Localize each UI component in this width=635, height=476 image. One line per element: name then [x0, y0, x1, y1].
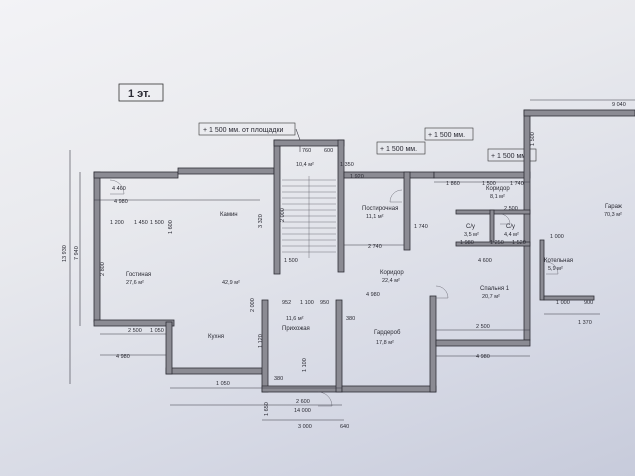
dim-4980a: 4 980 — [114, 199, 128, 205]
dim-1520: 1 520 — [512, 240, 526, 246]
room-name-kamin: Камин — [220, 212, 238, 218]
room-name-gostinaya: Гостиная — [126, 272, 151, 278]
dim-1500d: 1 500 — [482, 181, 496, 187]
dim-left-height: 7 940 — [74, 246, 80, 260]
room-name-kuhnya: Кухня — [208, 334, 224, 340]
dim-1920: 1 920 — [350, 174, 364, 180]
dim-2000b: 2 000 — [280, 208, 286, 222]
dim-2740: 2 740 — [368, 244, 382, 250]
callout-right-box — [487, 148, 537, 162]
dim-952: 952 — [282, 300, 291, 306]
dim-600: 600 — [324, 148, 333, 154]
dim-2800: 2 800 — [100, 262, 106, 276]
dim-2500b: 2 500 — [504, 206, 518, 212]
doors — [109, 179, 559, 407]
dim-1100: 1 100 — [300, 300, 314, 306]
room-area-spalnya: 20,7 м² — [482, 294, 500, 300]
dim-1200a: 1 200 — [110, 220, 124, 226]
dim-9040: 9 040 — [612, 102, 626, 108]
room-name-kotelnaya: Котельная — [544, 258, 573, 264]
dim-1050a: 1 050 — [150, 328, 164, 334]
dim-380a: 380 — [346, 316, 355, 322]
stair-treads — [282, 176, 336, 258]
dim-1740b: 1 740 — [510, 181, 524, 187]
dim-2500c: 2 500 — [476, 324, 490, 330]
floor-label-box — [118, 83, 164, 102]
walls — [93, 109, 635, 393]
dim-380b: 380 — [274, 376, 283, 382]
callout-platform: + 1 500 мм. от площадки — [203, 127, 284, 134]
floor-label: 1 эт. — [128, 88, 151, 100]
dim-1000b: 1 000 — [556, 300, 570, 306]
dim-1370: 1 370 — [578, 320, 592, 326]
callout-mid2: + 1 500 мм. — [428, 132, 465, 139]
dim-total-height: 13 930 — [62, 245, 68, 262]
dim-4980c: 4 980 — [366, 292, 380, 298]
room-area-stair: 10,4 м² — [296, 162, 314, 168]
room-area-garderob: 17,8 м² — [376, 340, 394, 346]
dim-1980: 1 980 — [460, 240, 474, 246]
callout-mid1-box — [376, 141, 426, 155]
room-area-su1: 3,5 м² — [464, 232, 479, 238]
callout-mid1: + 1 500 мм. — [380, 146, 417, 153]
dim-1650: 1 650 — [264, 402, 270, 416]
room-name-garazh: Гараж — [605, 204, 622, 210]
dim-4460: 4 460 — [112, 186, 126, 192]
callout-mid2-box — [424, 127, 474, 141]
room-name-su1: С/у — [466, 224, 475, 230]
dim-1860: 1 860 — [446, 181, 460, 187]
dim-900: 900 — [584, 300, 593, 306]
dim-950: 950 — [320, 300, 329, 306]
room-name-prihozhaya: Прихожая — [282, 326, 310, 332]
dim-2600: 2 600 — [296, 399, 310, 405]
room-name-garderob: Гардероб — [374, 330, 401, 336]
dim-4980d: 4 980 — [476, 354, 490, 360]
dim-1500e: 1 500 — [530, 132, 536, 146]
dim-760: 760 — [302, 148, 311, 154]
room-name-koridor: Коридор — [380, 270, 404, 276]
dim-2500a: 2 500 — [128, 328, 142, 334]
room-area-prihozhaya: 11,6 м² — [286, 316, 304, 322]
dimension-labels: 13 930 7 940 4 460 4 980 1 200 1 450 1 6… — [62, 102, 626, 430]
dim-1050b: 1 050 — [216, 381, 230, 387]
callout-right: + 1 500 мм. — [491, 153, 528, 160]
dim-640: 640 — [340, 424, 349, 430]
room-area-su2: 4,4 м² — [504, 232, 519, 238]
room-area-koridor2: 8,1 м² — [490, 194, 505, 200]
room-name-spalnya: Спальня 1 — [480, 286, 510, 292]
dim-4980b: 4 980 — [116, 354, 130, 360]
dim-1500c: 1 500 — [284, 258, 298, 264]
dim-1250: 1 250 — [490, 240, 504, 246]
room-area-kotelnaya: 5,9 м² — [548, 266, 563, 272]
dim-1740a: 1 740 — [414, 224, 428, 230]
dim-1120: 1 120 — [258, 334, 264, 348]
dim-14000: 14 000 — [294, 408, 311, 414]
room-name-postirochnaya: Постирочная — [362, 206, 398, 212]
room-labels: Гостиная 27,6 м² Камин 42,9 м² Кухня 10,… — [126, 162, 622, 346]
dimension-lines — [69, 99, 635, 421]
dim-3320: 3 320 — [258, 214, 264, 228]
dim-2000a: 2 000 — [250, 298, 256, 312]
dim-1600: 1 600 — [168, 220, 174, 234]
room-area-kamin: 42,9 м² — [222, 280, 240, 286]
callout-platform-box — [198, 122, 296, 136]
dim-1100b: 1 100 — [302, 358, 308, 372]
dim-1000: 1 000 — [550, 234, 564, 240]
room-area-garazh: 70,3 м² — [604, 212, 622, 218]
dim-4600: 4 600 — [478, 258, 492, 264]
dim-3000: 3 000 — [298, 424, 312, 430]
dim-1350: 1 350 — [340, 162, 354, 168]
dim-1450: 1 450 — [134, 220, 148, 226]
room-area-postirochnaya: 11,1 м² — [366, 214, 384, 220]
room-area-gostinaya: 27,6 м² — [126, 280, 144, 286]
room-name-koridor2: Коридор — [486, 186, 510, 192]
room-area-koridor: 22,4 м² — [382, 278, 400, 284]
dim-1500a: 1 500 — [150, 220, 164, 226]
room-name-su2: С/у — [506, 224, 515, 230]
